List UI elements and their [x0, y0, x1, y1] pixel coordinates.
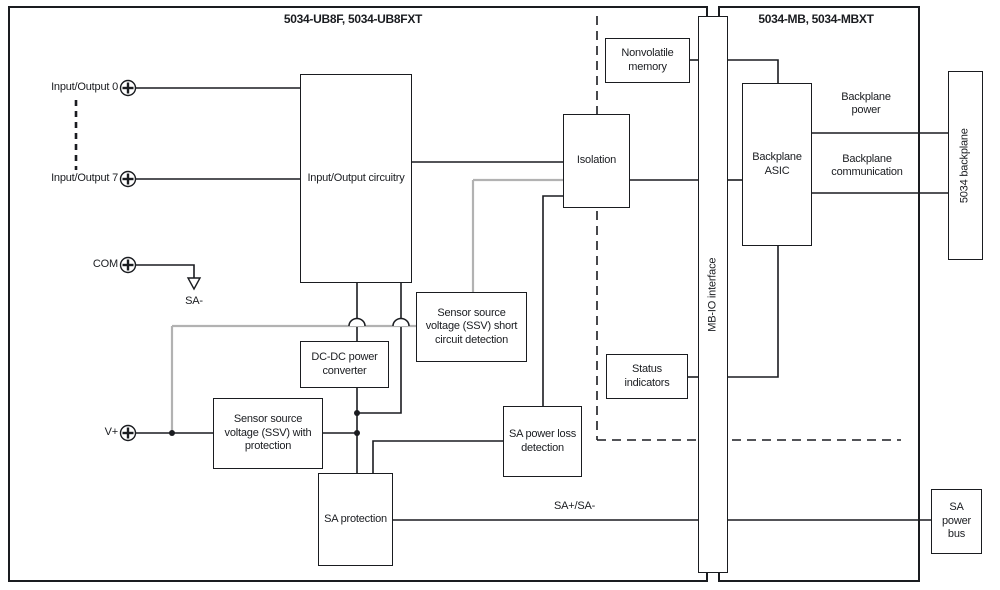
terminal-screw-icons	[119, 79, 137, 442]
block-backplane-asic: Backplane ASIC	[742, 83, 812, 246]
block-ssv-with-protection: Sensor source voltage (SSV) with protect…	[213, 398, 323, 469]
terminal-label-io7: Input/Output 7	[51, 172, 118, 184]
block-isolation: Isolation	[563, 114, 630, 208]
sa-minus-arrow-icon	[186, 277, 202, 291]
screw-terminal-icon-com	[119, 256, 137, 274]
ssv-feedback-lines	[170, 178, 563, 433]
wire-label-backplane-communication: Backplane communication	[831, 153, 903, 179]
block-dc-dc-power-converter: DC-DC power converter	[300, 341, 389, 388]
block-sa-protection: SA protection	[318, 473, 393, 566]
screw-terminal-icon-io0	[119, 79, 137, 97]
terminal-label-vplus: V+	[104, 426, 119, 438]
screw-terminal-icon-vplus	[119, 424, 137, 442]
block-status-indicators: Status indicators	[606, 354, 688, 399]
right-module-title: 5034-MB, 5034-MBXT	[758, 12, 874, 26]
wire-jump-arcs	[348, 317, 410, 327]
block-sa-power-bus: SA power bus	[931, 489, 982, 554]
block-mb-io-interface: MB-IO interface	[698, 16, 728, 573]
block-nonvolatile-memory: Nonvolatile memory	[605, 38, 690, 83]
screw-terminal-icon-io7	[119, 170, 137, 188]
wire-label-sa-bus: SA+/SA-	[554, 500, 596, 512]
signal-wires	[136, 59, 948, 521]
block-input-output-circuitry: Input/Output circuitry	[300, 74, 412, 283]
backplane-5034-label: 5034 backplane	[958, 128, 971, 203]
mb-io-interface-label: MB-IO interface	[706, 257, 719, 332]
terminal-label-sa-minus: SA-	[185, 295, 203, 307]
block-sa-power-loss-detection: SA power loss detection	[503, 406, 582, 477]
junction-dots	[169, 410, 360, 436]
block-ssv-short-circuit-detection: Sensor source voltage (SSV) short circui…	[416, 292, 527, 362]
wire-label-backplane-power: Backplane power	[841, 91, 891, 117]
isolation-barrier-dashed-lines	[596, 16, 901, 441]
terminal-label-io0: Input/Output 0	[51, 81, 118, 93]
terminal-label-com: COM	[92, 258, 118, 270]
block-5034-backplane: 5034 backplane	[948, 71, 983, 260]
left-module-title: 5034-UB8F, 5034-UB8FXT	[283, 12, 423, 26]
